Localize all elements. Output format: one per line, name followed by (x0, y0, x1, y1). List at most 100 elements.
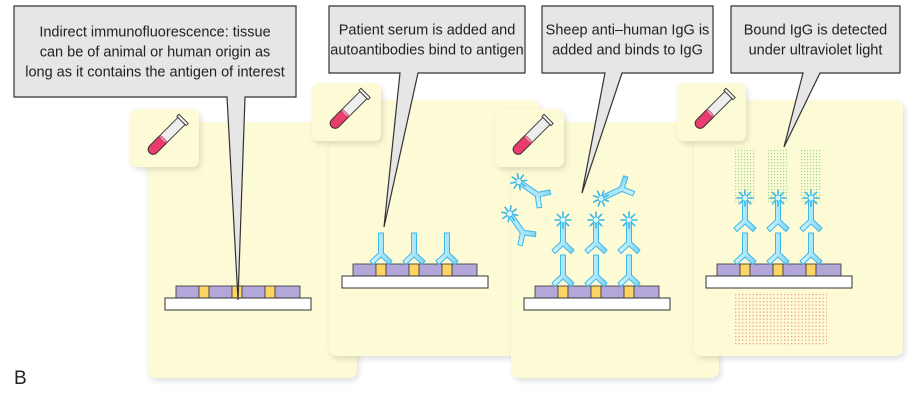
callout-text-line: can be of animal or human origin as (40, 45, 271, 61)
test-tube-icon (147, 113, 189, 155)
antibody-shape (435, 232, 459, 265)
patient-autoantibody (551, 254, 575, 287)
antibody-shape (601, 175, 636, 201)
patient-autoantibody (584, 254, 608, 287)
callout-text-line: under ultraviolet light (749, 43, 883, 59)
panel-background (511, 122, 719, 378)
antigen (805, 263, 817, 277)
tube-rim (358, 87, 371, 101)
serum-meniscus (341, 109, 350, 118)
callout-text-line: added and binds to IgG (552, 43, 703, 59)
microscope-slide (523, 285, 671, 311)
tube-rim (541, 113, 554, 127)
antibody-shape (617, 221, 641, 254)
patient-autoantibody (369, 232, 393, 265)
glass-slide (341, 275, 489, 289)
fluorescent-label-icon (736, 189, 754, 207)
antibody-shape (617, 254, 641, 287)
green-fluorescence (800, 148, 822, 202)
test-tube-tile (312, 83, 381, 141)
antibody-shape (402, 232, 426, 265)
green-fluorescence (767, 148, 789, 202)
callout-text-line: autoantibodies bind to antigen (330, 43, 524, 59)
antibody-shape (766, 232, 790, 265)
patient-autoantibody (617, 254, 641, 287)
patient-autoantibody (799, 232, 823, 265)
callout-text-line: Patient serum is added and (339, 23, 516, 39)
step-panel-anti-igg (495, 109, 719, 378)
antigen (739, 263, 751, 277)
tissue-section (241, 285, 266, 299)
tissue-section (633, 285, 660, 299)
serum-meniscus (524, 135, 533, 144)
antigen (408, 263, 420, 277)
fluorescent-label-icon (769, 189, 787, 207)
serum-meniscus (706, 109, 715, 118)
antibody-shape (518, 180, 552, 209)
test-tube-tile (677, 83, 746, 141)
antibody-shape (369, 232, 393, 265)
step-panel-tissue (130, 109, 357, 378)
tissue-section (600, 285, 625, 299)
microscope-slide (341, 263, 489, 289)
tissue-section (749, 263, 774, 277)
free-anti-human-igg-antibody (510, 172, 552, 209)
microscope-slide (164, 285, 312, 311)
test-tube-tile (130, 109, 199, 167)
tissue-section (274, 285, 301, 299)
test-tube-icon (694, 87, 736, 129)
test-tube-icon (512, 113, 554, 155)
patient-autoantibody (766, 232, 790, 265)
panel-background (329, 100, 540, 356)
antigen (264, 285, 276, 299)
tube-rim (723, 87, 736, 101)
callout-serum: Patient serum is added and autoantibodies… (328, 5, 526, 228)
tissue-section (782, 263, 807, 277)
antigen (590, 285, 602, 299)
callout-bubble (328, 5, 526, 228)
figure-label: B (14, 368, 27, 389)
callout-anti-igg: Sheep anti–human IgG is added and binds t… (541, 5, 714, 194)
patient-autoantibody (402, 232, 426, 265)
fluorescent-label-icon (802, 189, 820, 207)
fluorescent-label-icon (500, 205, 519, 223)
antibody-shape (766, 199, 790, 232)
panel-background (147, 122, 357, 378)
callout-bubble (730, 5, 901, 148)
tissue-section (451, 263, 478, 277)
tissue-section (208, 285, 233, 299)
tissue-section (716, 263, 741, 277)
step-panel-serum (312, 83, 540, 356)
tissue-section (815, 263, 842, 277)
antigen (772, 263, 784, 277)
anti-human-igg-antibody (733, 189, 757, 232)
tissue-section (534, 285, 559, 299)
callout-bubble (541, 5, 714, 194)
callout-uv: Bound IgG is detected under ultraviolet l… (730, 5, 901, 148)
antigen (375, 263, 387, 277)
microscope-slide (705, 263, 853, 289)
antibody-shape (584, 221, 608, 254)
callout-text-line: Indirect immunofluorescence: tissue (39, 25, 270, 41)
uv-light-red (733, 292, 827, 346)
tube-rim (176, 113, 189, 127)
step-panel-uv (677, 83, 903, 356)
antigen (557, 285, 569, 299)
anti-human-igg-antibody (799, 189, 823, 232)
callout-tissue: Indirect immunofluorescence: tissue can b… (13, 5, 297, 301)
tissue-section (567, 285, 592, 299)
anti-human-igg-antibody (617, 211, 641, 254)
callout-text-line: Bound IgG is detected (744, 23, 888, 39)
tissue-section (175, 285, 200, 299)
callout-bubble (13, 5, 297, 301)
anti-human-igg-antibody (584, 211, 608, 254)
test-tube-icon (329, 87, 371, 129)
free-anti-human-igg-antibody (500, 205, 537, 247)
antibody-shape (551, 221, 575, 254)
antibody-shape (551, 254, 575, 287)
callout-text-line: Sheep anti–human IgG is (546, 23, 710, 39)
green-fluorescence (734, 148, 756, 202)
fluorescent-label-icon (554, 211, 572, 229)
patient-autoantibody (733, 232, 757, 265)
